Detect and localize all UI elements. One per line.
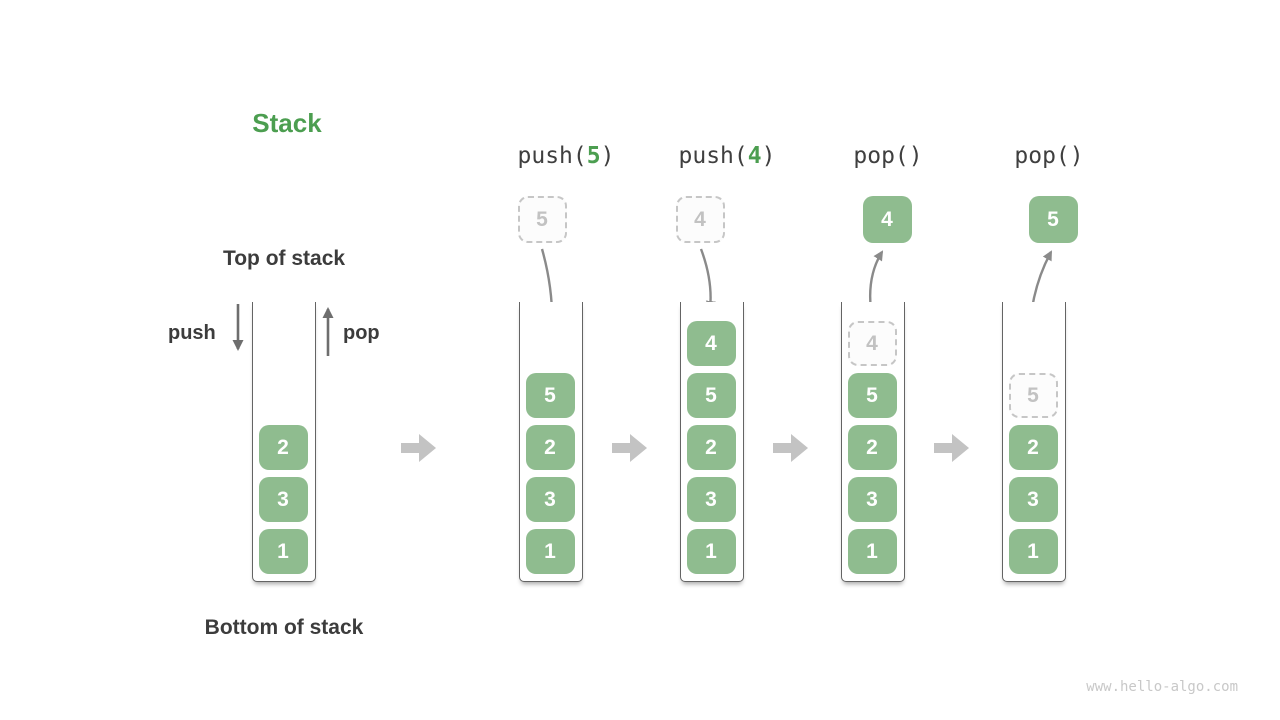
op-1-stack-cell-4: 4 (686, 321, 736, 366)
op-1-floating-box: 4 (675, 196, 725, 243)
op-label-prefix: pop() (853, 143, 923, 169)
top-of-stack-label: Top of stack (222, 247, 346, 270)
op-label-suffix: ) (761, 143, 776, 169)
step-arrow-icon-1 (612, 434, 647, 462)
op-label-arg: 5 (586, 143, 601, 169)
bottom-of-stack-label: Bottom of stack (204, 616, 364, 639)
op-3-floating-box: 5 (1028, 196, 1078, 243)
op-label-1: push(4) (679, 143, 776, 169)
op-label-3: pop() (1014, 143, 1083, 169)
op-1-stack-cell-3: 3 (686, 477, 736, 522)
op-3-stack-cell-1: 1 (1008, 529, 1058, 574)
op-1-stack-cell-2: 2 (686, 425, 736, 470)
diagram-title: Stack (252, 108, 322, 138)
push-label: push (168, 322, 216, 344)
step-arrow-icon-2 (773, 434, 808, 462)
op-2-stack-cell-1: 1 (847, 529, 897, 574)
op-label-0: push(5) (518, 143, 615, 169)
op-3-stack-cell-3: 3 (1008, 477, 1058, 522)
op-3-stack-cell-5-ghost: 5 (1008, 373, 1058, 418)
op-0-stack-cell-2: 2 (525, 425, 575, 470)
op-2-stack-cell-4-ghost: 4 (847, 321, 897, 366)
step-arrow-icon-0 (401, 434, 436, 462)
op-label-2: pop() (853, 143, 922, 169)
op-2-floating-box: 4 (862, 196, 912, 243)
op-2-stack-cell-5: 5 (847, 373, 897, 418)
op-3-stack-cell-2: 2 (1008, 425, 1058, 470)
initial-stack-cell-2: 2 (258, 425, 308, 470)
watermark: www.hello-algo.com (1086, 679, 1238, 695)
op-0-floating-box: 5 (517, 196, 567, 243)
pop-label: pop (343, 322, 380, 344)
initial-stack-cell-3: 3 (258, 477, 308, 522)
op-label-suffix: ) (600, 143, 615, 169)
op-1-transfer-arrow-icon (699, 248, 716, 311)
op-2-stack-cell-2: 2 (847, 425, 897, 470)
step-arrow-icon-3 (934, 434, 969, 462)
op-label-arg: 4 (747, 143, 762, 169)
op-0-stack-cell-3: 3 (525, 477, 575, 522)
op-1-stack-cell-5: 5 (686, 373, 736, 418)
op-0-stack-cell-1: 1 (525, 529, 575, 574)
initial-stack-cell-1: 1 (258, 529, 308, 574)
op-2-stack-cell-3: 3 (847, 477, 897, 522)
op-label-prefix: push( (517, 143, 587, 169)
op-0-stack-cell-5: 5 (525, 373, 575, 418)
op-label-prefix: pop() (1014, 143, 1084, 169)
op-1-stack-cell-1: 1 (686, 529, 736, 574)
op-label-prefix: push( (678, 143, 748, 169)
